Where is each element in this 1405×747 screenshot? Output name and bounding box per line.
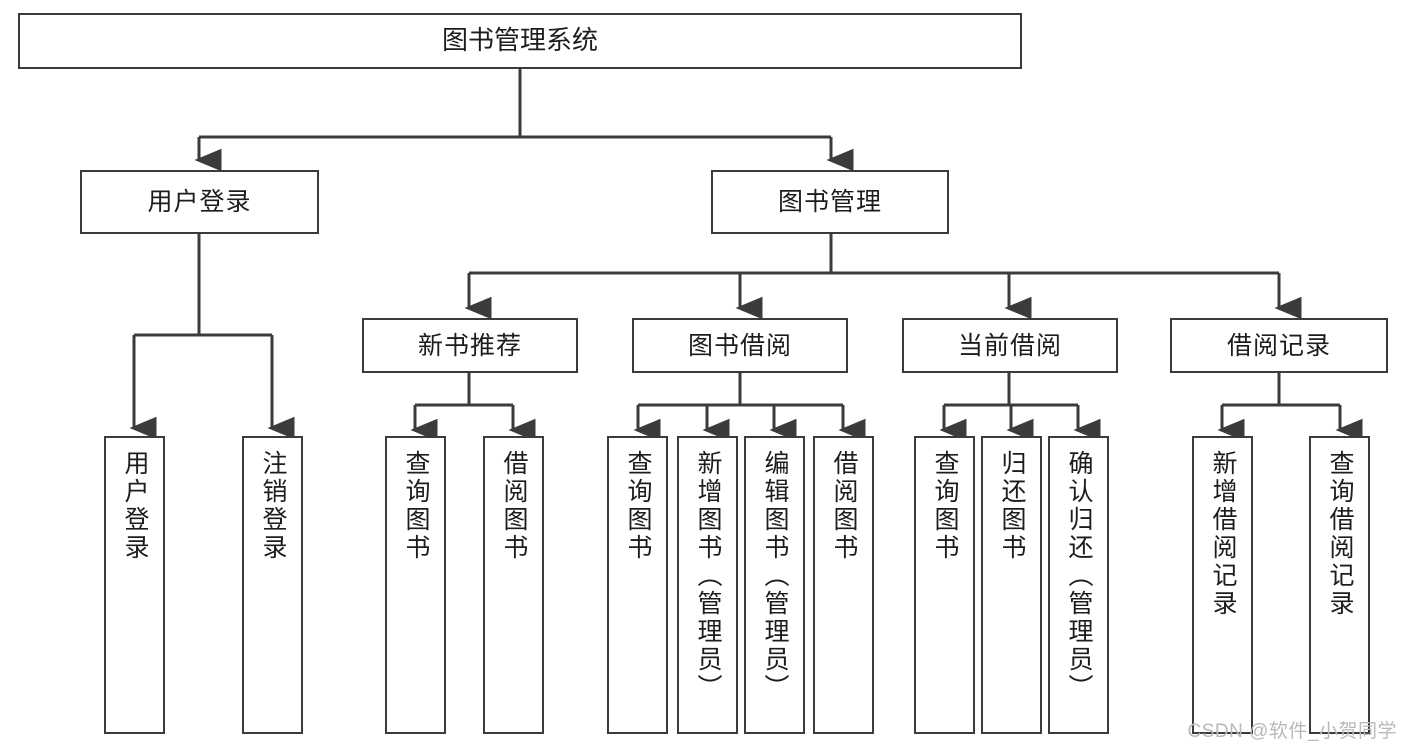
node-root-label: 图书管理系统 — [441, 25, 598, 56]
leaf-logout-label: 注销登录 — [259, 450, 287, 562]
leaf-borrow-add-book-admin[interactable]: 新增图书（管理员） — [677, 436, 738, 734]
node-book-management[interactable]: 图书管理 — [711, 170, 949, 234]
leaf-borrow-edit-book-admin-label: 编辑图书（管理员） — [761, 450, 789, 702]
leaf-record-add-record[interactable]: 新增借阅记录 — [1192, 436, 1253, 734]
node-user-login-label: 用户登录 — [147, 188, 252, 216]
node-new-book-recommend-label: 新书推荐 — [417, 331, 522, 360]
leaf-newbook-borrow-book-label: 借阅图书 — [500, 450, 528, 562]
leaf-newbook-borrow-book[interactable]: 借阅图书 — [483, 436, 544, 734]
node-borrow-record[interactable]: 借阅记录 — [1170, 318, 1388, 373]
leaf-user-login[interactable]: 用户登录 — [104, 436, 165, 734]
leaf-newbook-query-book-label: 查询图书 — [402, 450, 430, 562]
node-book-borrow[interactable]: 图书借阅 — [632, 318, 848, 373]
node-root[interactable]: 图书管理系统 — [18, 13, 1022, 69]
leaf-record-add-record-label: 新增借阅记录 — [1209, 450, 1237, 618]
leaf-user-login-label: 用户登录 — [121, 450, 149, 562]
node-current-borrow[interactable]: 当前借阅 — [902, 318, 1118, 373]
node-user-login[interactable]: 用户登录 — [80, 170, 319, 234]
leaf-borrow-edit-book-admin[interactable]: 编辑图书（管理员） — [744, 436, 805, 734]
node-book-management-label: 图书管理 — [777, 188, 882, 216]
node-current-borrow-label: 当前借阅 — [957, 331, 1062, 360]
leaf-current-query-book-label: 查询图书 — [931, 450, 959, 562]
csdn-watermark: CSDN @软件_小贺同学 — [1187, 721, 1397, 742]
node-new-book-recommend[interactable]: 新书推荐 — [362, 318, 578, 373]
leaf-borrow-add-book-admin-label: 新增图书（管理员） — [694, 450, 722, 702]
node-borrow-record-label: 借阅记录 — [1226, 331, 1331, 360]
leaf-borrow-borrow-book-label: 借阅图书 — [830, 450, 858, 562]
leaf-borrow-query-book-label: 查询图书 — [624, 450, 652, 562]
leaf-current-query-book[interactable]: 查询图书 — [914, 436, 975, 734]
leaf-current-confirm-return-admin-label: 确认归还（管理员） — [1065, 450, 1093, 702]
leaf-logout[interactable]: 注销登录 — [242, 436, 303, 734]
leaf-borrow-query-book[interactable]: 查询图书 — [607, 436, 668, 734]
leaf-current-return-book[interactable]: 归还图书 — [981, 436, 1042, 734]
leaf-record-query-record-label: 查询借阅记录 — [1326, 450, 1354, 618]
leaf-borrow-borrow-book[interactable]: 借阅图书 — [813, 436, 874, 734]
leaf-record-query-record[interactable]: 查询借阅记录 — [1309, 436, 1370, 734]
leaf-current-confirm-return-admin[interactable]: 确认归还（管理员） — [1048, 436, 1109, 734]
node-book-borrow-label: 图书借阅 — [687, 331, 792, 360]
leaf-current-return-book-label: 归还图书 — [998, 450, 1026, 562]
leaf-newbook-query-book[interactable]: 查询图书 — [385, 436, 446, 734]
